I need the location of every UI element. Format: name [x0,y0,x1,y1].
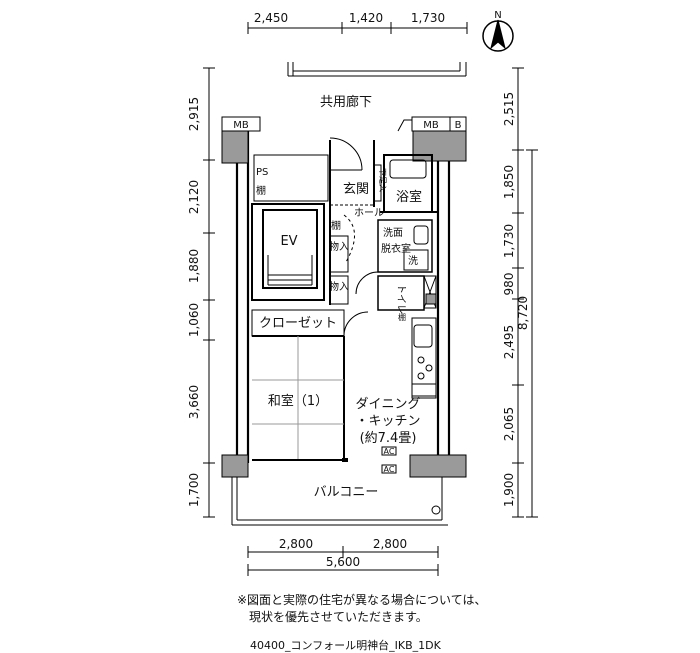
kitchen-counter [411,317,437,399]
dk-label-line2: ・キッチン [355,414,420,429]
shoe-box [373,164,382,202]
dim-left-2: 2,120 [187,180,201,214]
kitchen-shelf-label: 棚 [398,312,406,322]
dim-left-5: 3,660 [187,385,201,419]
bath-label: 浴室 [396,189,422,205]
toilet-label: トイレ [395,284,406,314]
dim-right-7: 1,900 [502,473,516,507]
dim-bottom-2: 2,800 [373,537,407,551]
ac-label-2: AC [384,465,395,474]
plan-caption: 40400_コンフォール明神台_IKB_1DK [250,639,441,652]
closet-label: クローゼット [259,316,337,331]
corridor-railing [287,62,467,77]
washer-label: 洗 [408,255,418,267]
compass-icon [482,19,514,52]
ev-label: EV [280,234,297,249]
dim-right-3: 1,730 [502,224,516,258]
corridor-label: 共用廊下 [320,94,372,110]
dim-left-3: 1,880 [187,249,201,283]
washroom-label-top: 洗面 [383,227,403,239]
storage-1-box [329,235,349,273]
b-label: B [455,120,462,131]
dim-right-2: 1,850 [502,165,516,199]
note-line-2: 現状を優先させていただきます。 [249,610,428,624]
ev-shaft [251,203,325,301]
dim-top-1: 2,450 [254,11,288,25]
mb-left-label: MB [233,120,249,131]
ps-shelf-label: 棚 [256,184,266,197]
balcony-label: バルコニー [314,485,379,500]
dim-right-1: 2,515 [502,92,516,126]
ac-label-1: AC [384,447,395,456]
japanese-room [252,336,348,462]
hall-shelf-label: 棚 [331,219,341,232]
entrance-label: 玄関 [343,182,369,197]
right-dimension-line [512,67,538,518]
dim-top-2: 1,420 [349,11,383,25]
dim-left-1: 2,915 [187,97,201,131]
dk-label-line1: ダイニング [355,397,420,412]
bottom-dimension-line [247,546,439,576]
japanese-room-label: 和室（1） [268,393,328,409]
shoe-box-label: 下足入 [378,168,387,192]
dim-right-6: 2,065 [502,407,516,441]
dim-right-4: 980 [502,273,516,296]
washroom [377,219,433,273]
dim-top-3: 1,730 [411,11,445,25]
ps-label: PS [256,167,268,178]
top-dimension-line [247,22,468,34]
storage-2-label: 物入 [329,280,349,293]
dim-bottom-total: 5,600 [326,555,360,569]
ps-shaft [253,154,329,202]
dim-bottom-1: 2,800 [279,537,313,551]
balcony [231,477,448,526]
mb-right-label: MB [423,120,439,131]
storage-1-label: 物入 [329,240,349,253]
dk-label-line3: (約7.4畳) [360,431,417,446]
hall-label: ホール [354,207,384,219]
washroom-label-bottom: 脱衣室 [381,242,411,255]
left-dimension-line [203,67,215,518]
storage-2-box [329,275,349,305]
dim-right-5: 2,495 [502,325,516,359]
dim-left-6: 1,700 [187,473,201,507]
note-line-1: ※図面と実際の住宅が異なる場合については、 [237,593,487,607]
dim-left-4: 1,060 [187,303,201,337]
compass-n-label: N [494,10,501,21]
dim-right-total: 8,720 [516,296,530,330]
